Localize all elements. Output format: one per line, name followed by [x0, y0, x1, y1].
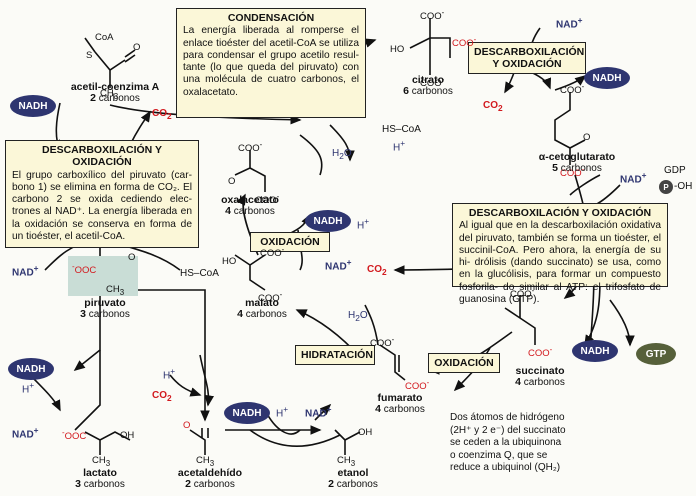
phosphate-oh: -OH — [674, 181, 693, 192]
acetyl-coa-s: S — [86, 50, 93, 61]
nad-label-5: NAD+ — [12, 425, 39, 441]
etanol-ch3: CH3 — [337, 455, 356, 468]
gdp-label: GDP — [664, 165, 686, 176]
hscoa-label-2: HS–CoA — [180, 268, 219, 279]
h2o-label-1: H2O — [332, 148, 352, 161]
gtp-badge: GTP — [636, 343, 676, 365]
decarboxylation-text-1: El grupo carboxílico del piruvato (car- … — [12, 169, 192, 243]
nad-label-3: NAD+ — [325, 257, 352, 273]
h-plus-1: H+ — [393, 138, 406, 154]
lactato-oh: OH — [120, 430, 135, 441]
acetyl-coa-coa: CoA — [95, 32, 114, 43]
decarboxylation-title-1: DESCARBOXILACIÓN Y OXIDACIÓN — [42, 144, 162, 169]
acetyl-coa-ch3: CH3 — [100, 88, 119, 101]
pyruvate-highlight — [68, 256, 138, 296]
h-plus-5: H+ — [276, 404, 289, 420]
hscoa-label-1: HS–CoA — [382, 124, 421, 135]
oxidation-label-2: OXIDACIÓN — [428, 353, 500, 373]
nad-label-1: NAD+ — [556, 15, 583, 31]
nadh-badge-4: NADH — [572, 340, 618, 362]
succinato-coo-2: COO- — [528, 345, 553, 360]
acetyl-coa-o: O — [133, 42, 141, 53]
piruvato-o: O — [128, 252, 136, 263]
malato-ho: HO — [222, 256, 237, 267]
decarboxylation-text-3: Al igual que en la descarboxilación oxid… — [459, 220, 661, 306]
condensation-text: La energía liberada al romperse el enlac… — [183, 25, 359, 98]
oxalacetato-coo-1: COO- — [238, 140, 263, 155]
condensation-box: CONDENSACIÓN La energía liberada al romp… — [176, 8, 366, 118]
nad-label-4: NAD+ — [12, 263, 39, 279]
acetaldehido-ch3: CH3 — [196, 455, 215, 468]
h-plus-2: H+ — [357, 216, 370, 232]
h-plus-4: H+ — [163, 366, 176, 382]
h-plus-3: H+ — [22, 380, 35, 396]
co2-label-3: CO2 — [367, 264, 387, 277]
nadh-badge-3: NADH — [305, 210, 351, 232]
cetoglutarato-o: O — [583, 132, 591, 143]
fumarato-coo-2: COO- — [405, 378, 430, 393]
condensation-title: CONDENSACIÓN — [227, 12, 315, 24]
nadh-badge-6: NADH — [224, 402, 270, 424]
citrato-coo-2: COO- — [452, 35, 477, 50]
cetoglutarato-coo-1: COO- — [560, 82, 585, 97]
nadh-badge-2: NADH — [584, 67, 630, 89]
fumarato-coo-1: COO- — [370, 335, 395, 350]
malato-coo-1: COO- — [260, 245, 285, 260]
decarboxylation-box-3: DESCARBOXILACIÓN Y OXIDACIÓN Al igual qu… — [452, 203, 668, 305]
nad-label-6: NAD+ — [305, 404, 332, 420]
piruvato-ooc: -OOC — [72, 262, 97, 277]
ubiquinone-note: Dos átomos de hidrógeno (2H⁺ y 2 e⁻) del… — [450, 412, 566, 473]
co2-label-1: CO2 — [152, 108, 172, 121]
hydration-label: HIDRATACIÓN — [295, 345, 375, 365]
decarboxylation-title-2: DESCARBOXILACIÓN Y OXIDACIÓN — [468, 42, 586, 74]
decarboxylation-box-1: DESCARBOXILACIÓN Y OXIDACIÓN El grupo ca… — [5, 140, 199, 248]
cetoglutarato-coo-2: COO- — [560, 165, 585, 180]
lactato-ch3: CH3 — [92, 455, 111, 468]
citrato-coo-3: COO- — [420, 75, 445, 90]
co2-label-2: CO2 — [483, 100, 503, 113]
succinato-coo-1: COO- — [510, 286, 535, 301]
citrato-ho: HO — [390, 44, 405, 55]
oxidation-label-1: OXIDACIÓN — [250, 232, 330, 252]
citrato-coo-1: COO- — [420, 8, 445, 23]
h2o-label-2: H2O — [348, 310, 368, 323]
malato-coo-2: COO- — [258, 290, 283, 305]
nadh-badge-5: NADH — [8, 358, 54, 380]
etanol-oh: OH — [358, 427, 373, 438]
oxalacetato-coo-2: COO- — [255, 192, 280, 207]
piruvato-ch3: CH3 — [106, 284, 125, 297]
lactato-ooc: -OOC — [62, 428, 87, 443]
co2-label-4: CO2 — [152, 390, 172, 403]
nad-label-2: NAD+ — [620, 170, 647, 186]
acetaldehido-o: O — [183, 420, 191, 431]
nadh-badge-1: NADH — [10, 95, 56, 117]
phosphate-icon: P — [659, 180, 673, 194]
decarboxylation-title-3: DESCARBOXILACIÓN Y OXIDACIÓN — [468, 207, 652, 219]
oxalacetato-o: O — [228, 176, 236, 187]
